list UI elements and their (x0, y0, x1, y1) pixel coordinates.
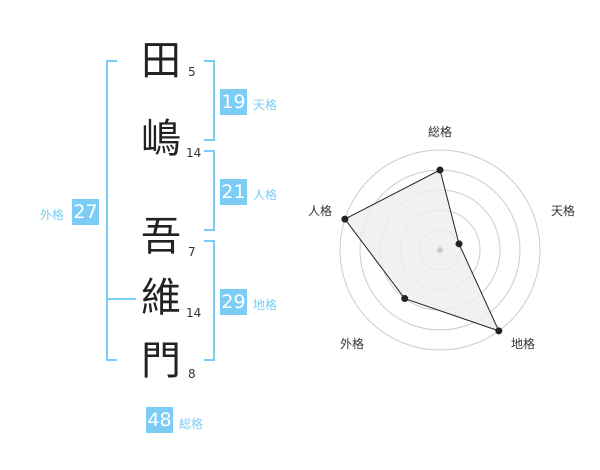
radar-chart (339, 149, 541, 351)
radar-axis-label-gaikaku: 外格 (340, 337, 365, 351)
radar-area (344, 169, 500, 332)
stroke-count-3: 7 (188, 245, 196, 259)
stroke-count-5: 8 (188, 367, 196, 381)
gaikaku-bracket (106, 60, 117, 361)
tenkaku-label: 天格 (253, 98, 278, 112)
gaikaku-bracket-tick (106, 298, 136, 300)
gaikaku-value-badge: 27 (72, 199, 99, 225)
name-char-1: 田 (141, 38, 181, 84)
radar-axis-label-soukaku: 総格 (428, 125, 453, 139)
radar-grid-ring (339, 149, 541, 351)
jinkaku-value-badge: 21 (220, 179, 247, 205)
radar-center-dot (437, 247, 443, 253)
stroke-count-4: 14 (186, 306, 202, 320)
soukaku-value-badge: 48 (146, 407, 173, 433)
gaikaku-label: 外格 (40, 208, 65, 222)
radar-points (341, 166, 503, 335)
radar-point-3 (495, 327, 503, 335)
radar-axis-label-tenkaku: 天格 (551, 204, 576, 218)
radar-axis-label-chikaku: 地格 (511, 337, 536, 351)
name-char-3: 吾 (141, 214, 181, 260)
radar-point-1 (436, 166, 444, 174)
radar-point-5 (341, 215, 349, 223)
jinkaku-bracket (204, 150, 215, 231)
tenkaku-value-badge: 19 (220, 89, 247, 115)
jinkaku-label: 人格 (253, 188, 278, 202)
name-char-4: 維 (141, 275, 181, 321)
name-char-2: 嶋 (141, 116, 181, 162)
tenkaku-bracket (204, 60, 215, 141)
stroke-count-1: 5 (188, 65, 196, 79)
radar-point-4 (401, 295, 409, 303)
name-char-5: 門 (141, 338, 181, 384)
stroke-count-2: 14 (186, 146, 202, 160)
chikaku-bracket (204, 240, 215, 361)
chikaku-label: 地格 (253, 298, 278, 312)
soukaku-label: 総格 (179, 417, 204, 431)
radar-axis-label-jinkaku: 人格 (308, 204, 333, 218)
chikaku-value-badge: 29 (220, 289, 247, 315)
radar-point-2 (455, 240, 463, 248)
